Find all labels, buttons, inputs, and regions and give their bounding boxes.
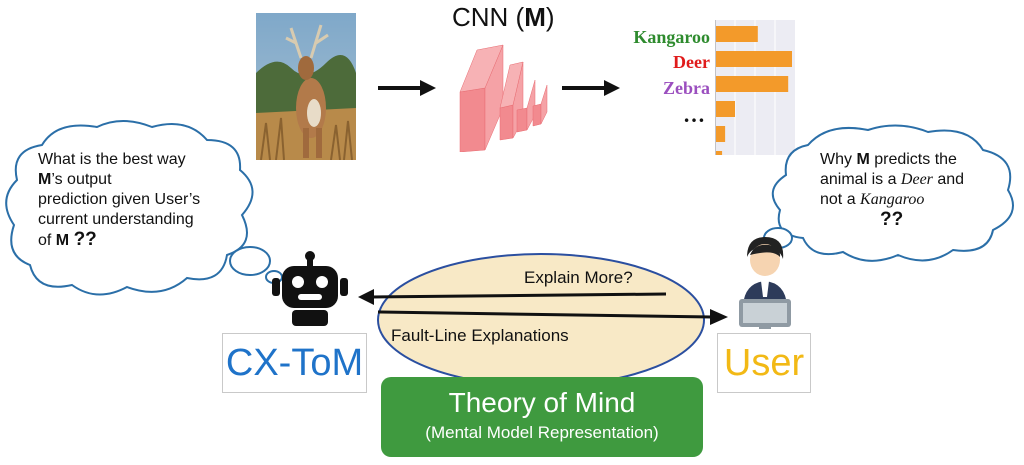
prediction-bar-3 (716, 101, 735, 117)
thought-bubble-right (752, 124, 1014, 262)
arrow-image-to-cnn (378, 80, 436, 96)
prediction-bar-5 (716, 151, 723, 155)
prediction-label-deer: Deer (673, 52, 710, 72)
prediction-bar-4 (716, 126, 726, 142)
arrow-explain-more (358, 289, 667, 305)
deer-image (256, 13, 356, 160)
left-bubble-text: What is the best way M’s output predicti… (38, 151, 201, 250)
thought-bubble-left (5, 120, 283, 296)
user-icon (739, 237, 791, 329)
cnn-title: CNN (M) (452, 2, 555, 32)
theory-of-mind-subtitle: (Mental Model Representation) (425, 423, 659, 442)
user-label: User (717, 333, 811, 393)
arrow-fault-line (377, 309, 728, 325)
prediction-bar-1 (716, 51, 792, 67)
prediction-bar-0 (716, 26, 758, 42)
theory-of-mind-box: Theory of Mind (Mental Model Representat… (381, 377, 703, 457)
prediction-label-kangaroo: Kangaroo (633, 27, 710, 47)
prediction-bar-2 (716, 76, 789, 92)
explain-more-label: Explain More? (524, 268, 633, 287)
prediction-ellipsis: … (683, 102, 707, 127)
right-bubble-text: Why M predicts the animal is a Deer and … (820, 151, 965, 230)
arrow-cnn-to-output (562, 80, 620, 96)
prediction-bar-chart (715, 20, 795, 155)
prediction-label-zebra: Zebra (663, 78, 710, 98)
cnn-architecture (459, 44, 548, 152)
cxtom-label: CX-ToM (222, 333, 367, 393)
robot-icon (272, 251, 348, 326)
theory-of-mind-title: Theory of Mind (448, 387, 636, 418)
fault-line-label: Fault-Line Explanations (391, 326, 569, 345)
